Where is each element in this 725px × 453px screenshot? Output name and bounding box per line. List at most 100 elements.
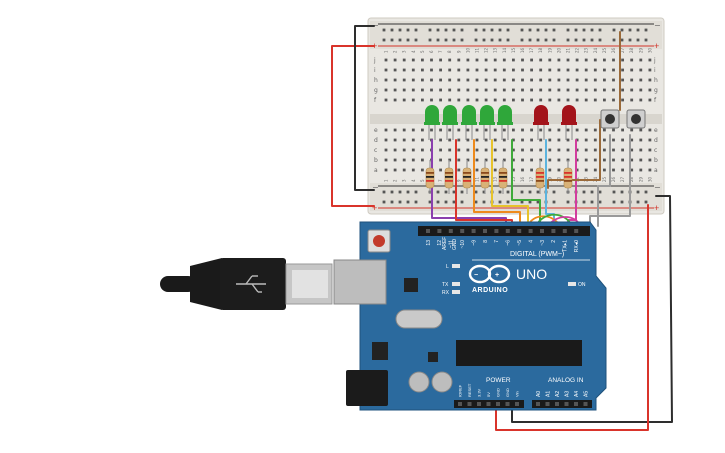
rail-hole[interactable] <box>406 200 410 204</box>
terminal-hole[interactable] <box>411 58 415 62</box>
terminal-hole[interactable] <box>557 158 561 162</box>
terminal-hole[interactable] <box>466 158 470 162</box>
terminal-hole[interactable] <box>430 78 433 82</box>
rail-hole[interactable] <box>506 28 510 32</box>
terminal-hole[interactable] <box>512 68 515 72</box>
rail-hole[interactable] <box>620 190 624 194</box>
terminal-hole[interactable] <box>384 68 388 72</box>
terminal-hole[interactable] <box>593 128 597 132</box>
header-pin[interactable] <box>583 402 588 406</box>
rail-hole[interactable] <box>644 38 648 42</box>
terminal-hole[interactable] <box>575 58 579 62</box>
breadboard-holes[interactable] <box>382 28 652 204</box>
rail-hole[interactable] <box>552 200 556 204</box>
terminal-hole[interactable] <box>639 128 643 132</box>
terminal-hole[interactable] <box>548 128 552 132</box>
header-pin[interactable] <box>477 402 481 406</box>
rail-hole[interactable] <box>590 200 594 204</box>
terminal-hole[interactable] <box>402 138 406 142</box>
terminal-hole[interactable] <box>521 148 524 152</box>
terminal-hole[interactable] <box>393 158 397 162</box>
terminal-hole[interactable] <box>448 148 452 152</box>
terminal-hole[interactable] <box>421 148 424 152</box>
terminal-hole[interactable] <box>612 138 615 142</box>
terminal-hole[interactable] <box>612 168 615 172</box>
terminal-hole[interactable] <box>466 138 470 142</box>
led-green[interactable] <box>424 105 440 140</box>
terminal-hole[interactable] <box>521 68 524 72</box>
terminal-hole[interactable] <box>448 68 452 72</box>
rail-hole[interactable] <box>444 38 448 42</box>
terminal-hole[interactable] <box>539 158 543 162</box>
rail-hole[interactable] <box>520 28 524 32</box>
header-pin[interactable] <box>574 402 578 406</box>
rail-hole[interactable] <box>390 190 394 194</box>
terminal-hole[interactable] <box>411 138 415 142</box>
rail-hole[interactable] <box>582 28 586 32</box>
terminal-hole[interactable] <box>593 98 597 102</box>
terminal-hole[interactable] <box>593 68 597 72</box>
rail-hole[interactable] <box>460 38 464 42</box>
rail-hole[interactable] <box>612 200 616 204</box>
terminal-hole[interactable] <box>393 78 397 82</box>
terminal-hole[interactable] <box>439 78 442 82</box>
header-pin[interactable] <box>574 229 579 233</box>
header-pin[interactable] <box>540 229 544 233</box>
terminal-hole[interactable] <box>557 88 561 92</box>
led-green[interactable] <box>461 105 477 140</box>
terminal-hole[interactable] <box>593 168 597 172</box>
rail-hole[interactable] <box>528 38 532 42</box>
rail-hole[interactable] <box>620 28 624 32</box>
terminal-hole[interactable] <box>593 138 597 142</box>
rail-hole[interactable] <box>566 38 570 42</box>
rail-hole[interactable] <box>482 190 486 194</box>
rail-hole[interactable] <box>620 38 624 42</box>
terminal-hole[interactable] <box>384 168 388 172</box>
terminal-hole[interactable] <box>539 78 543 82</box>
header-pin[interactable] <box>505 402 510 406</box>
wire-yellow[interactable] <box>491 139 529 227</box>
rail-hole[interactable] <box>582 38 586 42</box>
rail-hole[interactable] <box>428 200 432 204</box>
terminal-hole[interactable] <box>521 158 524 162</box>
terminal-hole[interactable] <box>430 88 433 92</box>
terminal-hole[interactable] <box>575 68 579 72</box>
terminal-hole[interactable] <box>466 128 470 132</box>
terminal-hole[interactable] <box>439 98 442 102</box>
terminal-hole[interactable] <box>593 78 597 82</box>
header-pin[interactable] <box>486 402 491 406</box>
terminal-hole[interactable] <box>639 78 643 82</box>
rail-hole[interactable] <box>498 190 502 194</box>
terminal-hole[interactable] <box>421 168 424 172</box>
terminal-hole[interactable] <box>612 158 615 162</box>
terminal-hole[interactable] <box>557 98 561 102</box>
wire-brown-res[interactable] <box>547 119 601 189</box>
led-green[interactable] <box>479 105 495 140</box>
terminal-hole[interactable] <box>430 128 433 132</box>
terminal-hole[interactable] <box>548 98 552 102</box>
usb-port[interactable] <box>333 259 387 305</box>
terminal-hole[interactable] <box>593 58 597 62</box>
terminal-hole[interactable] <box>475 168 479 172</box>
terminal-hole[interactable] <box>539 148 543 152</box>
terminal-hole[interactable] <box>539 68 543 72</box>
wire-grey-button1[interactable] <box>597 134 611 227</box>
header-pin[interactable] <box>494 229 499 233</box>
rail-hole[interactable] <box>474 200 478 204</box>
terminal-hole[interactable] <box>502 158 506 162</box>
terminal-hole[interactable] <box>566 98 570 102</box>
led-green[interactable] <box>442 105 458 140</box>
terminal-hole[interactable] <box>393 68 397 72</box>
terminal-hole[interactable] <box>475 88 479 92</box>
terminal-hole[interactable] <box>530 58 533 62</box>
rail-hole[interactable] <box>536 190 540 194</box>
terminal-hole[interactable] <box>421 78 424 82</box>
terminal-hole[interactable] <box>502 128 506 132</box>
terminal-hole[interactable] <box>439 68 442 72</box>
terminal-hole[interactable] <box>521 138 524 142</box>
header-pin[interactable] <box>437 229 442 233</box>
power-jack[interactable] <box>346 370 388 406</box>
terminal-hole[interactable] <box>521 88 524 92</box>
terminal-hole[interactable] <box>612 58 615 62</box>
terminal-hole[interactable] <box>493 98 497 102</box>
